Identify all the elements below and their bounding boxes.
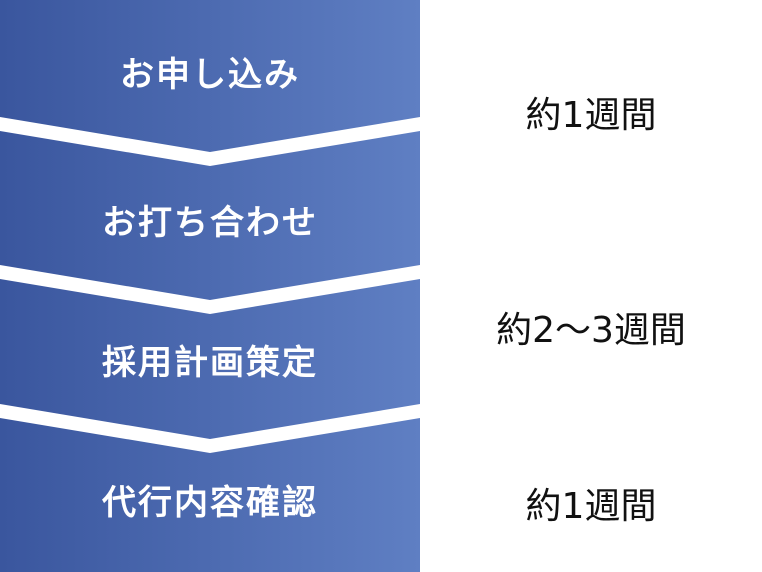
chevron-separator-3 bbox=[0, 404, 420, 453]
duration-label-1: 約1週間 bbox=[525, 95, 657, 136]
step-label-hiring-plan: 採用計画策定 bbox=[102, 343, 318, 383]
step-label-apply: お申し込み bbox=[120, 55, 300, 95]
duration-label-3: 約1週間 bbox=[525, 486, 657, 527]
duration-label-2: 約2〜3週間 bbox=[496, 310, 686, 351]
chevron-separator-1 bbox=[0, 117, 420, 166]
step-label-meeting: お打ち合わせ bbox=[102, 203, 318, 243]
step-label-service-confirmation: 代行内容確認 bbox=[102, 483, 318, 523]
chevron-separator-2 bbox=[0, 265, 420, 314]
steps-column bbox=[0, 0, 420, 572]
